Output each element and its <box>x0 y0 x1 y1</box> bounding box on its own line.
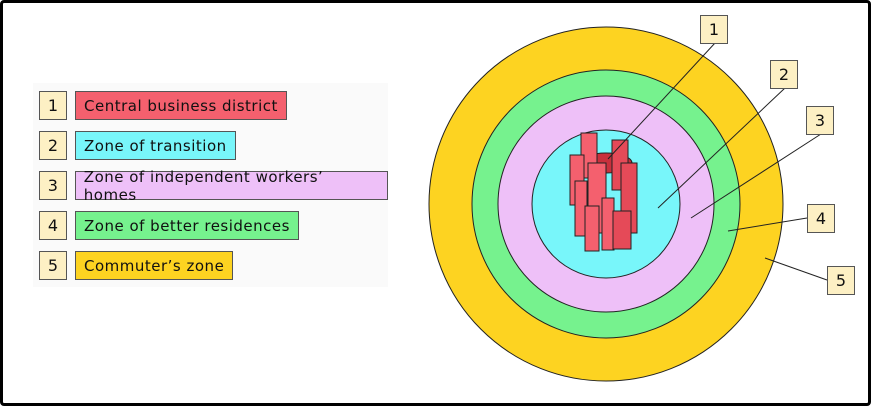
legend-label: Commuter’s zone <box>75 251 234 280</box>
legend-item: 5 Commuter’s zone <box>39 251 234 280</box>
legend: 1 Central business district 2 Zone of trans… <box>33 83 388 287</box>
zone-callout-1: 1 <box>700 15 728 44</box>
zone-callout-5: 5 <box>827 266 855 295</box>
cbd-buildings-icon <box>569 132 638 252</box>
legend-label: Zone of independent workers’ homes <box>74 168 388 204</box>
legend-number: 3 <box>39 171 67 200</box>
legend-item: 1 Central business district <box>39 91 287 120</box>
legend-label: Central business district <box>75 91 287 120</box>
legend-number: 4 <box>39 211 67 240</box>
legend-number: 5 <box>39 251 67 280</box>
legend-label: Zone of transition <box>75 131 236 160</box>
callout-lines <box>607 42 828 281</box>
legend-item: 2 Zone of transition <box>39 131 236 160</box>
zone-callout-4: 4 <box>807 204 835 233</box>
legend-number: 2 <box>39 131 67 160</box>
zone-rings <box>428 26 828 382</box>
legend-number: 1 <box>39 91 67 120</box>
zone-callout-3: 3 <box>806 106 834 135</box>
legend-item: 4 Zone of better residences <box>39 211 299 240</box>
zone-callout-2: 2 <box>770 60 798 89</box>
legend-label: Zone of better residences <box>75 211 299 240</box>
